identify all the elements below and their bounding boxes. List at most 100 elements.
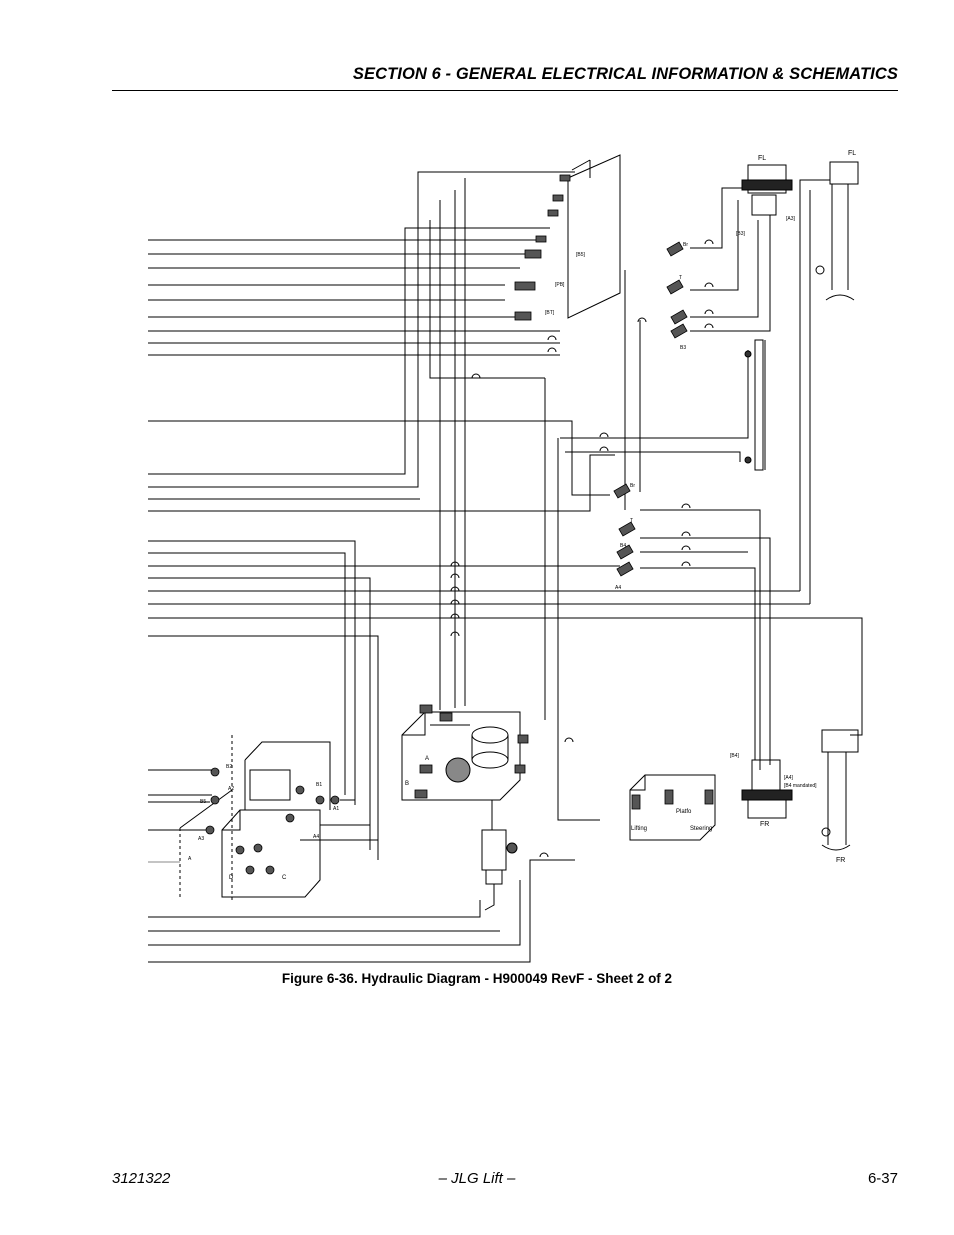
hose-line [148,577,371,850]
hose-line [148,454,615,512]
port-b2-label: B [405,781,409,787]
a4b-label: A4 [313,834,319,840]
hose-line [148,420,610,496]
fitting [419,764,433,774]
platform-label: Platfo [676,809,692,815]
b4-label: [B4] [730,753,740,759]
a4-label: [A4] [784,775,794,781]
fitting [664,789,674,805]
hose-line [690,215,771,332]
b3-port-label: B3 [680,345,686,351]
a1-label: A1 [333,806,339,812]
hose-line [799,179,830,591]
fitting [414,789,428,799]
fitting [245,865,255,875]
t-mid-label: T [630,518,633,524]
fitting [514,281,536,291]
fitting [439,712,453,722]
line-hop [599,432,609,438]
fitting [205,825,215,835]
fr-label: FR [760,821,769,828]
fitting [666,279,684,295]
fitting [524,249,542,259]
tank-b5-label: [B5] [576,252,586,258]
fitting [631,794,641,810]
a2-label: A2 [228,786,234,792]
b5b-label: B5 [200,799,206,805]
hose-line [148,171,575,488]
main-valve-block [179,735,331,900]
line-hop [704,309,714,315]
hose-line [640,537,771,765]
hose-line [560,350,749,439]
hose-line [429,220,545,379]
steering-label: Steering [690,826,712,832]
line-hop [450,631,460,637]
page-number: 6-37 [867,1170,898,1187]
hose-line [557,438,600,821]
fitting [330,795,340,805]
fitting [616,544,634,560]
fitting [419,704,433,714]
fr-wheel-motor [741,759,793,819]
fitting [704,789,714,805]
br-label: Br [683,242,688,248]
fl-label: FL [758,155,766,162]
hose-line [690,200,739,291]
footer-center: – JLG Lift – [438,1170,516,1187]
port-d-label: D [229,875,234,881]
fitting [618,521,636,537]
line-hop [450,613,460,619]
a4-port-label: A4 [615,585,621,591]
hose-line [148,859,575,963]
fitting [514,311,532,321]
line-hop [637,317,647,323]
fitting [514,764,526,774]
port-a-label: A [188,856,192,862]
fitting [265,865,275,875]
line-hop [681,503,691,509]
tank-pb-label: [PB] [555,282,565,288]
port-a2-label: A [425,756,429,762]
fitting [517,734,529,744]
tank-bt-label: [BT] [545,310,555,316]
fitting [285,813,295,823]
pump-manifold [401,711,521,801]
hose-line [690,220,759,318]
fitting [666,241,684,257]
fl-cyl-label: FL [848,150,856,157]
lift-cylinder [744,339,766,471]
b2-label: B2 [226,764,232,770]
line-hop [547,335,557,341]
fitting [670,323,688,339]
t-label: T [679,275,682,281]
fitting [616,561,634,577]
hose-line [148,552,346,795]
fitting [315,795,325,805]
line-hop [681,545,691,551]
function-valve-bank [629,774,716,841]
fitting [559,174,571,182]
fitting [552,194,564,202]
line-hop [450,586,460,592]
br-mid-label: Br [630,483,635,489]
line-hop [539,852,549,858]
b4-port-label: B4 [620,543,626,549]
line-hop [471,373,481,379]
section-title: SECTION 6 - GENERAL ELECTRICAL INFORMATI… [352,65,898,83]
line-hop [704,282,714,288]
hydraulic-tank [567,154,621,319]
figure-caption: Figure 6-36. Hydraulic Diagram - H900049… [281,971,673,986]
fl-wheel-motor [741,164,793,216]
fr-cyl-label: FR [836,857,845,864]
hose-line [148,540,356,805]
fitting [535,235,547,243]
port-c-label: C [282,875,287,881]
hose-line [640,509,761,770]
a4-note-label: [B4 mandated] [784,783,817,789]
hose-line [640,567,756,760]
fr-steer-cylinder [821,729,859,851]
line-hop [704,323,714,329]
line-hop [450,573,460,579]
a3-label: [A3] [786,216,796,222]
